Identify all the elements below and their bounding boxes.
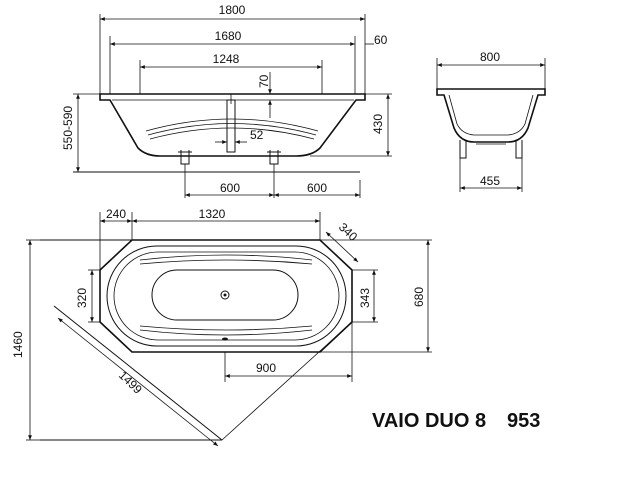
- dim-interior-width: 343: [358, 288, 372, 308]
- dim-bottom-length: 1248: [213, 52, 240, 66]
- end-view-leg-left: [459, 140, 467, 159]
- plan-waste: [220, 290, 230, 300]
- end-view-tub-outline: [436, 88, 546, 143]
- dim-height-range: 550-590: [61, 106, 75, 150]
- dim-straight-length: 1320: [199, 207, 226, 221]
- dim-overall-width: 680: [412, 287, 426, 307]
- end-view-inner: [448, 94, 534, 136]
- dim-inner-width: 320: [75, 288, 89, 308]
- side-view-bottom-curve-3: [149, 127, 315, 140]
- waste-pipe: [226, 99, 236, 153]
- dim-leg-spacing: 455: [480, 174, 500, 188]
- plan-rim: [106, 245, 347, 347]
- dim-leg-left: 600: [220, 181, 240, 195]
- dim-waste-diameter: 52: [250, 128, 264, 142]
- dim-depth: 430: [371, 114, 385, 134]
- model-name: VAIO DUO 8: [372, 410, 486, 432]
- model-number: 953: [507, 410, 540, 432]
- plan-bottom: [151, 269, 299, 321]
- dim-corner-cut: 240: [106, 207, 126, 221]
- dim-diagonal-edge: 340: [336, 220, 360, 244]
- dim-length-inner: 1680: [215, 29, 242, 43]
- end-view-leg-right: [515, 140, 523, 159]
- dim-total-depth: 1460: [11, 331, 25, 358]
- leg-left: [178, 150, 192, 165]
- side-view: 1800 1680 60 1248 70 550-590 430 52: [61, 3, 392, 198]
- side-view-tub-outline: [99, 93, 366, 157]
- dim-leg-right: 600: [307, 181, 327, 195]
- leg-right: [267, 150, 281, 165]
- dim-waste-position: 900: [256, 361, 276, 375]
- dim-waste-offset: 70: [257, 74, 271, 88]
- side-view-bottom-curve: [145, 118, 319, 132]
- end-view: 800 455: [436, 50, 546, 192]
- dim-end-width: 800: [480, 50, 500, 64]
- dim-length-overall: 1800: [219, 3, 246, 17]
- plan-view: 240 1320 340 320 343 680 900: [11, 207, 432, 447]
- dim-diagonal-length: 1499: [116, 368, 145, 397]
- side-view-bottom-curve-2: [147, 123, 317, 136]
- dim-rim-width: 60: [374, 33, 388, 47]
